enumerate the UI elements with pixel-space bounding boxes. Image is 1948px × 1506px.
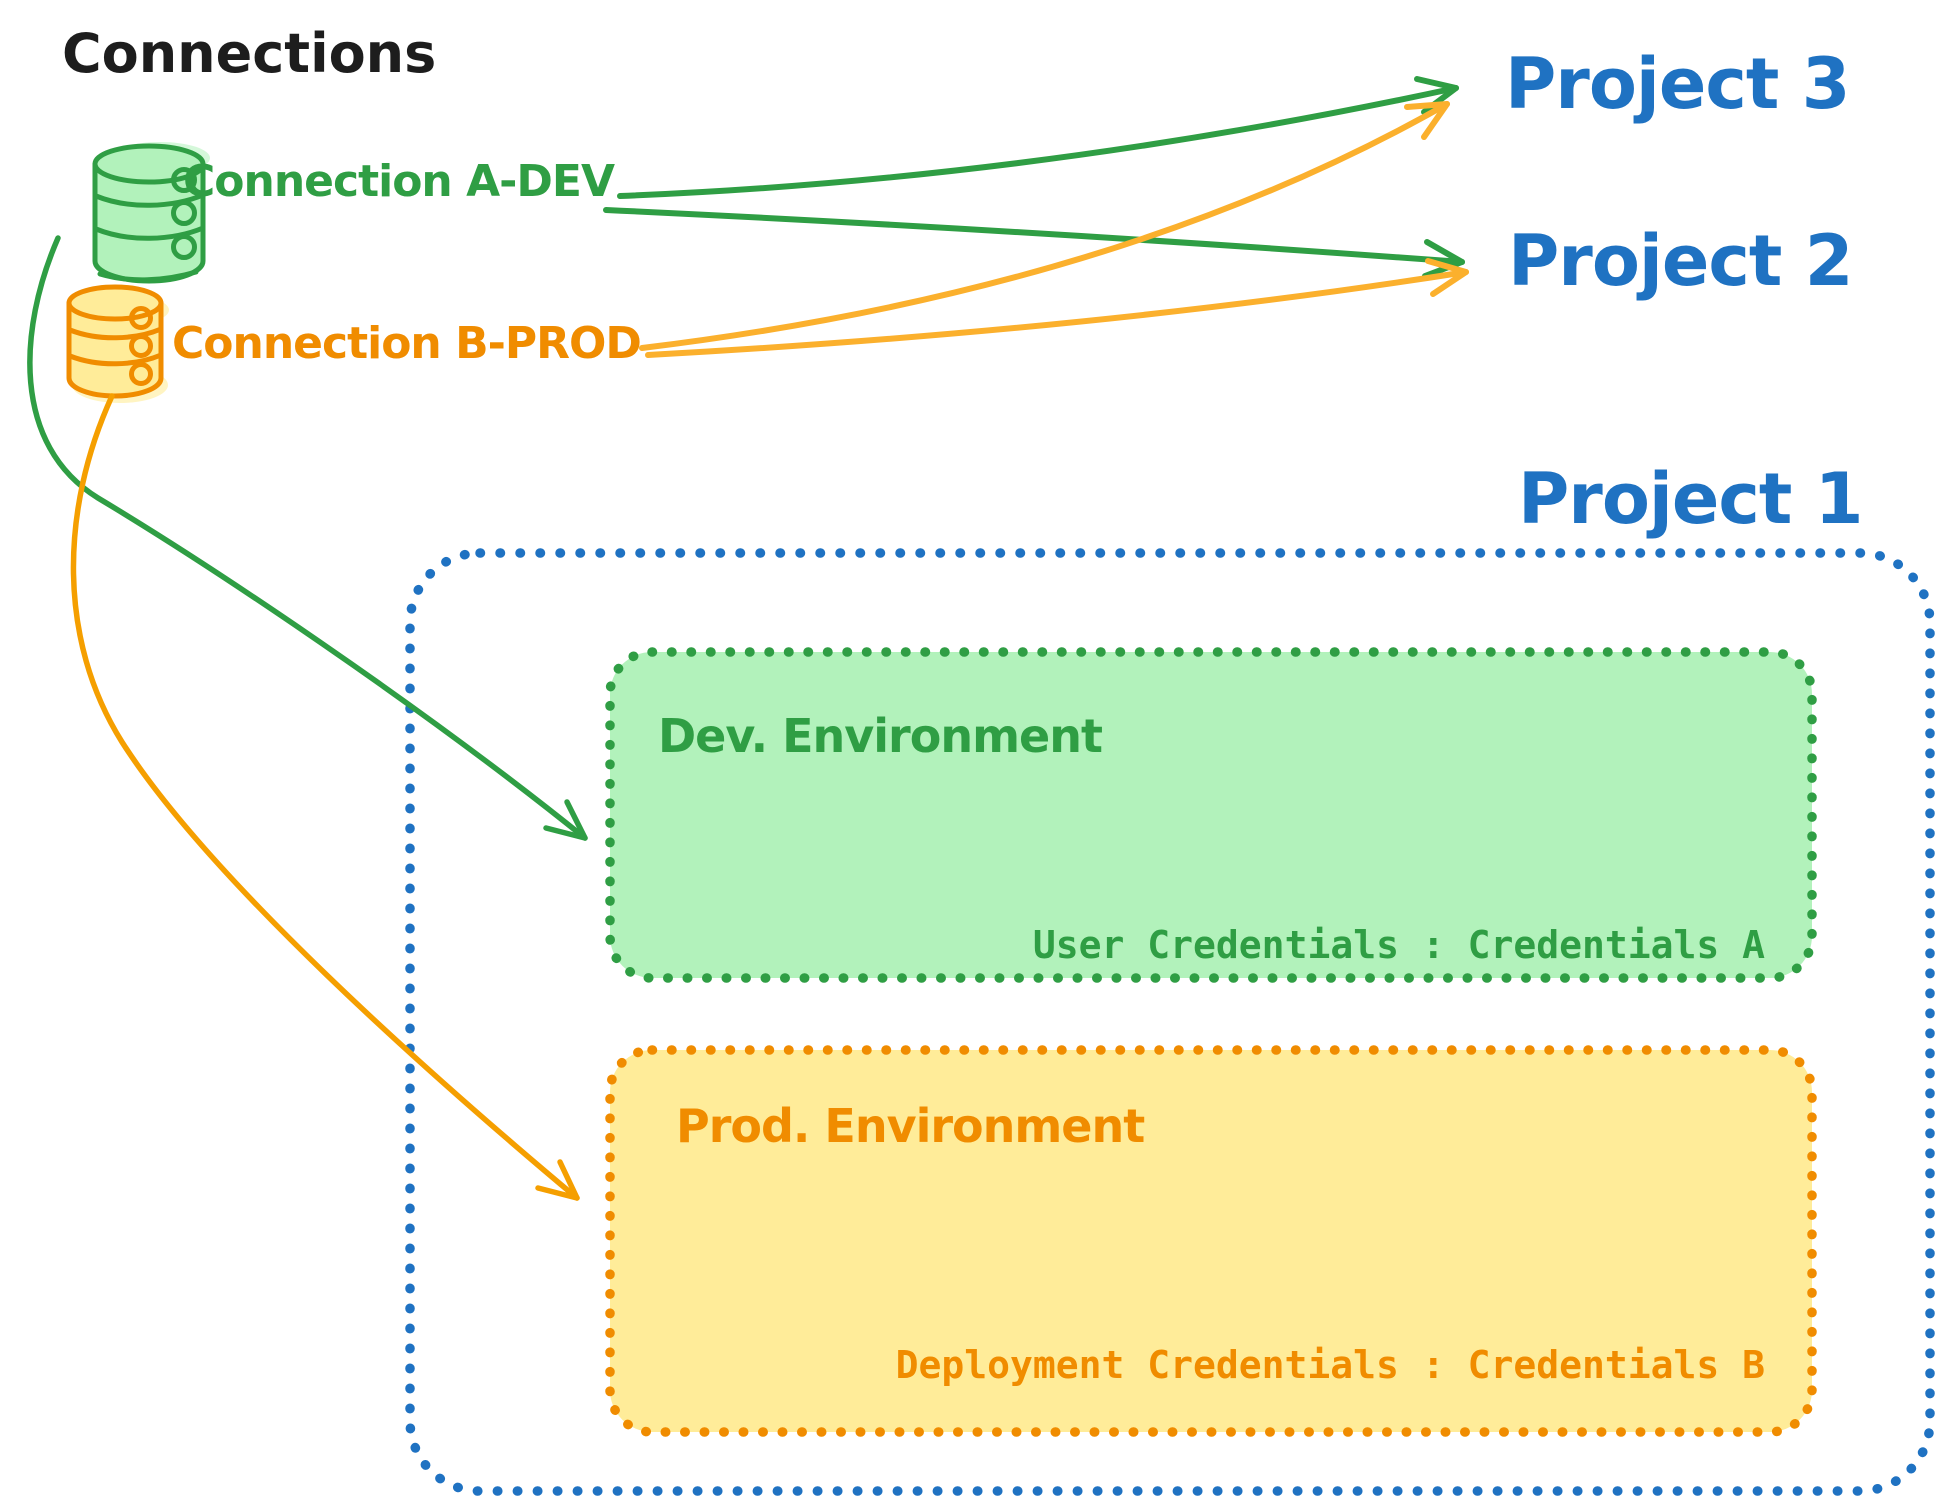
project-3-label: Project 3 bbox=[1505, 43, 1849, 125]
arrow-b-prod-to-project-2 bbox=[645, 258, 1469, 358]
connection-b-prod-node: Connection B-PROD bbox=[66, 284, 642, 403]
connection-a-dev-node: Connection A-DEV bbox=[92, 142, 616, 284]
connection-a-dev-label: Connection A-DEV bbox=[183, 156, 615, 207]
database-prod-icon bbox=[66, 284, 169, 403]
arrow-a-dev-to-project-2 bbox=[603, 207, 1465, 279]
arrow-a-dev-to-dev-environment bbox=[27, 235, 588, 841]
prod-environment-title: Prod. Environment bbox=[676, 1099, 1144, 1153]
project-1-label: Project 1 bbox=[1518, 458, 1862, 540]
arrow-b-prod-to-prod-environment bbox=[70, 393, 580, 1201]
prod-credentials-text: Deployment Credentials : Credentials B bbox=[896, 1343, 1765, 1387]
arrow-b-prod-to-project-3 bbox=[639, 101, 1450, 351]
dev-credentials-text: User Credentials : Credentials A bbox=[1033, 923, 1765, 967]
project-2-label: Project 2 bbox=[1508, 220, 1852, 302]
connection-b-prod-label: Connection B-PROD bbox=[172, 318, 641, 369]
database-dev-icon bbox=[92, 142, 210, 284]
arrow-a-dev-to-project-3 bbox=[617, 76, 1459, 199]
prod-environment-box: Prod. Environment Deployment Credentials… bbox=[605, 1045, 1817, 1437]
dev-environment-title: Dev. Environment bbox=[658, 709, 1102, 763]
dev-environment-box: Dev. Environment User Credentials : Cred… bbox=[605, 647, 1817, 983]
diagram-title: Connections bbox=[62, 22, 436, 85]
